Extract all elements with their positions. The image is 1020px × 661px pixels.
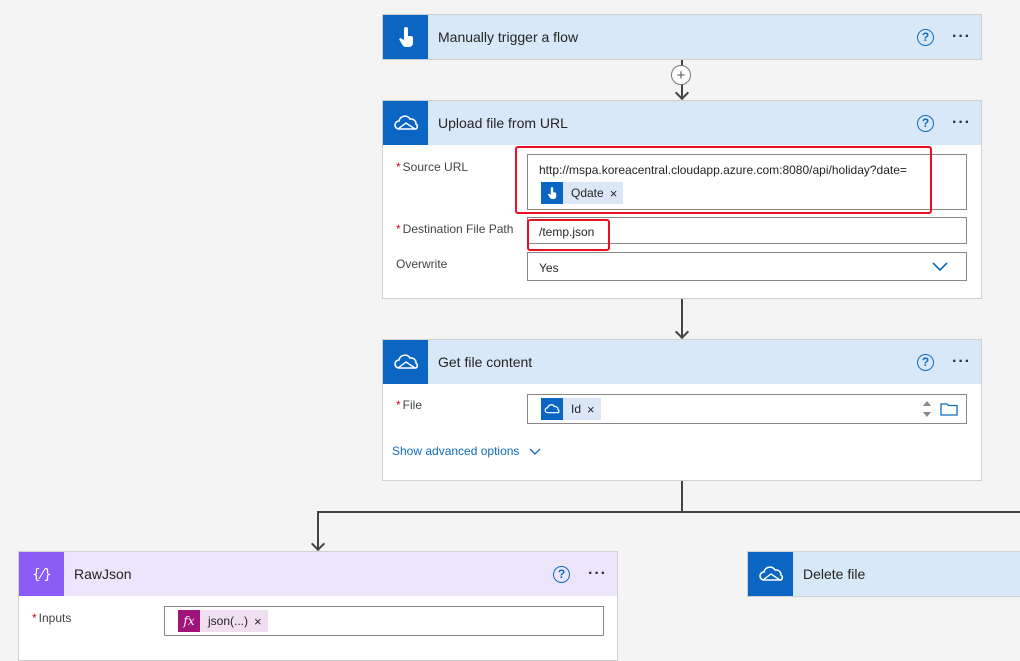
onedrive-cloud-icon bbox=[541, 398, 563, 420]
chevron-down-icon bbox=[932, 262, 948, 272]
help-icon[interactable]: ? bbox=[917, 28, 935, 46]
connector-line bbox=[681, 299, 683, 337]
remove-token-icon[interactable]: × bbox=[587, 401, 595, 417]
add-step-button[interactable]: + bbox=[671, 65, 691, 85]
svg-text:{⁄}: {⁄} bbox=[31, 567, 51, 583]
trigger-title: Manually trigger a flow bbox=[438, 29, 579, 45]
file-field[interactable]: Id × bbox=[527, 394, 967, 424]
help-icon[interactable]: ? bbox=[917, 353, 935, 371]
token-label: Qdate bbox=[571, 186, 604, 200]
required-mark: * bbox=[396, 222, 401, 236]
more-options-icon[interactable]: ··· bbox=[588, 565, 607, 582]
id-token[interactable]: Id × bbox=[541, 398, 601, 420]
trigger-header[interactable]: Manually trigger a flow ? ··· bbox=[383, 15, 981, 59]
json-expression-token[interactable]: fx json(...) × bbox=[178, 610, 268, 632]
upload-title: Upload file from URL bbox=[438, 115, 568, 131]
more-options-icon[interactable]: ··· bbox=[952, 114, 971, 131]
required-mark: * bbox=[32, 611, 37, 625]
file-label: *File bbox=[396, 398, 423, 412]
overwrite-value: Yes bbox=[539, 261, 559, 275]
rawjson-card: {⁄} RawJson ? ··· *Inputs fx json(...) × bbox=[18, 551, 618, 661]
overwrite-label: Overwrite bbox=[396, 257, 448, 271]
connector-line bbox=[681, 481, 683, 512]
variable-braces-icon: {⁄} bbox=[19, 552, 64, 596]
touch-trigger-icon bbox=[383, 15, 428, 59]
trigger-card[interactable]: Manually trigger a flow ? ··· bbox=[382, 14, 982, 60]
delete-file-card[interactable]: Delete file bbox=[747, 551, 1020, 597]
source-url-label: *Source URL bbox=[396, 160, 469, 174]
remove-token-icon[interactable]: × bbox=[254, 613, 262, 629]
onedrive-cloud-icon bbox=[383, 101, 428, 145]
delete-file-header[interactable]: Delete file bbox=[748, 552, 1020, 596]
required-mark: * bbox=[396, 398, 401, 412]
upload-file-card: Upload file from URL ? ··· *Source URL h… bbox=[382, 100, 982, 299]
folder-browse-icon[interactable] bbox=[940, 402, 958, 416]
touch-trigger-icon bbox=[541, 182, 563, 204]
more-options-icon[interactable]: ··· bbox=[952, 353, 971, 370]
get-file-title: Get file content bbox=[438, 354, 533, 370]
help-icon[interactable]: ? bbox=[553, 565, 571, 583]
remove-token-icon[interactable]: × bbox=[609, 185, 618, 201]
token-label: Id bbox=[571, 402, 582, 416]
get-file-header[interactable]: Get file content ? ··· bbox=[383, 340, 981, 384]
chevron-down-icon bbox=[529, 448, 541, 455]
rawjson-header[interactable]: {⁄} RawJson ? ··· bbox=[19, 552, 617, 596]
destination-path-value: /temp.json bbox=[539, 225, 595, 239]
rawjson-title: RawJson bbox=[74, 566, 132, 582]
token-label: json(...) bbox=[208, 614, 249, 628]
fx-expression-icon: fx bbox=[178, 610, 200, 632]
more-options-icon[interactable]: ··· bbox=[952, 28, 971, 45]
branch-line bbox=[317, 511, 1020, 513]
upload-header[interactable]: Upload file from URL ? ··· bbox=[383, 101, 981, 145]
inputs-field[interactable]: fx json(...) × bbox=[164, 606, 604, 636]
plus-icon: + bbox=[676, 66, 686, 84]
onedrive-cloud-icon bbox=[383, 340, 428, 384]
connector-line bbox=[317, 511, 319, 549]
arrow-down-icon bbox=[310, 536, 326, 552]
delete-file-title: Delete file bbox=[803, 566, 866, 582]
get-file-content-card: Get file content ? ··· *File Id × Show a… bbox=[382, 339, 982, 481]
spinner-arrows-icon[interactable] bbox=[922, 398, 932, 420]
highlight-box bbox=[515, 146, 932, 214]
overwrite-dropdown[interactable]: Yes bbox=[527, 252, 967, 281]
source-url-field[interactable]: http://mspa.koreacentral.cloudapp.azure.… bbox=[527, 154, 967, 210]
arrow-down-icon bbox=[674, 324, 690, 340]
source-url-text: http://mspa.koreacentral.cloudapp.azure.… bbox=[539, 163, 907, 177]
arrow-down-icon bbox=[674, 85, 690, 101]
onedrive-cloud-icon bbox=[748, 552, 793, 596]
destination-path-label: *Destination File Path bbox=[396, 222, 514, 236]
highlight-box bbox=[527, 219, 610, 251]
help-icon[interactable]: ? bbox=[917, 114, 935, 132]
show-advanced-options-link[interactable]: Show advanced options bbox=[392, 444, 541, 458]
qdate-token[interactable]: Qdate × bbox=[541, 182, 624, 204]
required-mark: * bbox=[396, 160, 401, 174]
inputs-label: *Inputs bbox=[32, 611, 72, 625]
